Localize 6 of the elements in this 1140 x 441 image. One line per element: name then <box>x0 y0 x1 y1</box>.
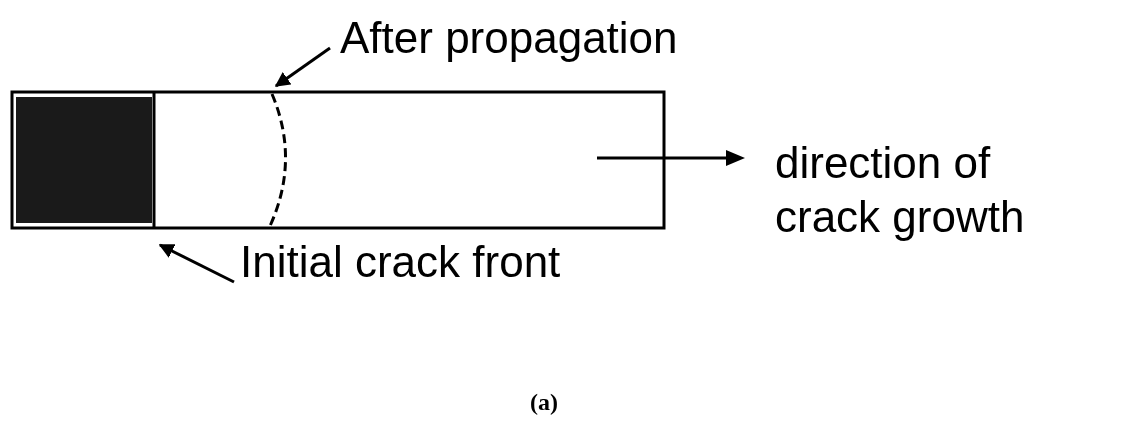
leader-line <box>158 243 235 284</box>
leader-line <box>274 46 331 88</box>
callout-label: Initial crack front <box>240 236 561 288</box>
caption: (a) <box>530 388 558 417</box>
direction-label: direction of crack growth <box>775 137 1026 243</box>
callout-label: After propagation <box>340 12 678 64</box>
